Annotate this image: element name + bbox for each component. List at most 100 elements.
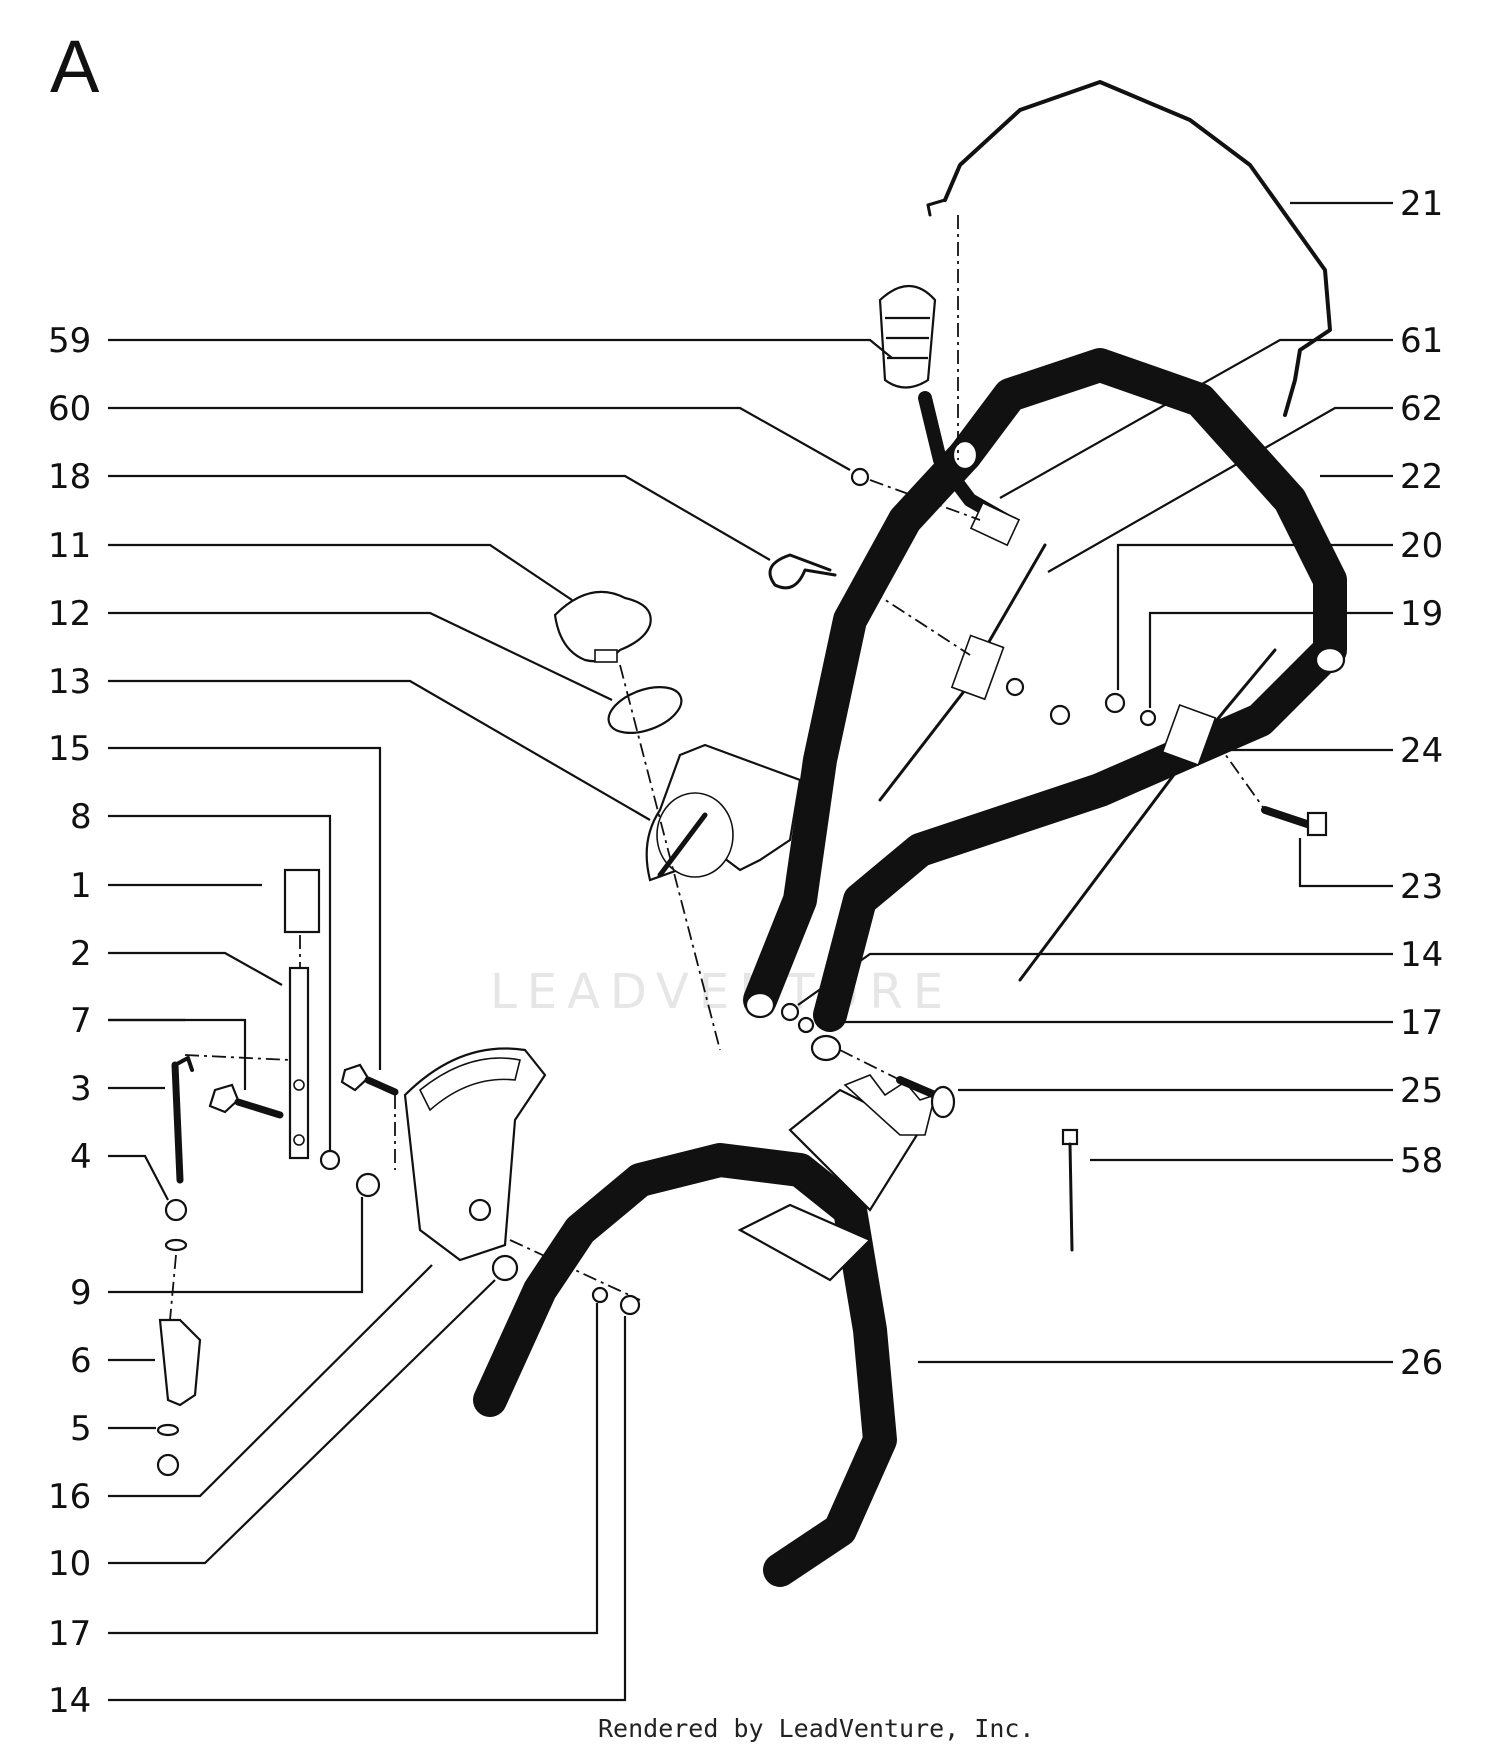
callout-18: 18 [48,457,91,497]
leader-9 [108,1197,364,1294]
part-11-knob-stem [594,649,618,663]
callout-7: 7 [70,1001,92,1041]
callout-9: 9 [70,1273,92,1313]
clamp-nut [1049,704,1071,726]
callout-14: 14 [1400,935,1443,975]
clamp-washer [1005,677,1025,697]
part-20-nut [1104,692,1126,714]
part-15-bolt-shank [364,1076,399,1096]
part-21-bail-hook [926,198,947,217]
callout-13: 13 [48,662,91,702]
leader-16 [108,1264,433,1498]
callout-1: 1 [70,866,92,906]
axis-knob [619,664,721,1051]
callout-8: 8 [70,797,92,837]
axis-gear [509,1239,641,1301]
part-22-grip-right [1314,646,1346,674]
part-22-right-end [810,1034,842,1062]
callout-5: 5 [70,1409,92,1449]
part-13-shaft [657,812,708,878]
leader-14b [108,1316,627,1702]
part-18-hairpin [768,553,837,590]
part-6-bracket [158,1318,202,1407]
part-23-bolt-head [1306,811,1328,837]
part-24-clamp [1161,703,1217,767]
part-21-control-bail [943,80,1332,417]
part-23-bolt-shank [1261,806,1314,829]
callout-12: 12 [48,594,91,634]
part-26-lower-handle-inner [476,1146,894,1584]
callout-61: 61 [1400,321,1443,361]
callout-11: 11 [48,526,91,566]
callout-3: 3 [70,1069,92,1109]
part-3-rod-hook [173,1056,194,1072]
part-58-tie-head [1061,1128,1079,1146]
leader-14 [797,952,1393,1006]
part-22-upper-handle-inner [816,351,1344,1029]
part-7-bolt-shank [234,1098,284,1119]
callout-58: 58 [1400,1141,1443,1181]
part-5-nut [156,1453,180,1477]
part-26-notched-plate [843,1074,937,1136]
leader-59 [108,338,893,359]
callout-24: 24 [1400,731,1443,771]
callout-22: 22 [1400,457,1443,497]
part-5-washer [156,1423,180,1437]
part-7-bolt-head [208,1083,240,1114]
part-61-lever-block [969,501,1021,547]
leader-23 [1298,838,1393,888]
leader-10 [108,1279,496,1565]
part-10-nut [491,1254,519,1282]
part-1-handle-cap [283,868,321,934]
callout-25: 25 [1400,1071,1443,1111]
callout-59: 59 [48,321,91,361]
leader-4 [108,1154,169,1201]
leader-61 [999,338,1393,499]
section-letter: A [50,25,100,108]
leader-20 [1116,543,1393,690]
part-12-washer [607,686,683,734]
part-59-shift-grip [878,285,937,389]
leader-60 [108,406,851,471]
part-8-washer [319,1149,341,1171]
part-19-washer [1139,709,1157,727]
part-4-washer [164,1238,188,1252]
gear-pivot [468,1198,492,1222]
axis-rod-7 [184,1054,291,1061]
axis-bolt-25 [839,1049,901,1081]
part-11-knob [553,590,652,663]
watermark: LEADVENTURE [490,964,953,1020]
callout-2: 2 [70,934,92,974]
part-60-nut [850,467,870,487]
axis-nut-60 [869,479,981,521]
axis-rod-3 [169,1254,177,1321]
part-14-nut-lower [619,1294,641,1316]
callout-19: 19 [1400,594,1443,634]
part-15-bolt-head [340,1063,370,1092]
leader-2 [108,951,283,986]
part-3-linkage-rod [171,1061,184,1184]
leader-62 [1047,406,1393,573]
part-9-nut [355,1172,381,1198]
callout-14-lower: 14 [48,1681,91,1721]
credit-line: Rendered by LeadVenture, Inc. [598,1714,1035,1743]
part-22-grip-end [951,439,979,471]
gear-teeth [418,1057,521,1112]
shift-rod-hole-1 [293,1079,305,1091]
part-58-tie-strap [1068,1142,1074,1252]
callout-15: 15 [48,729,91,769]
leader-18 [108,474,771,561]
callout-16: 16 [48,1477,91,1517]
callout-62: 62 [1400,389,1443,429]
part-14-nut-upper [780,1002,800,1022]
callout-60: 60 [48,389,91,429]
callout-21: 21 [1400,184,1443,224]
part-25-bolt-shank [896,1076,939,1099]
callout-17-lower: 17 [48,1614,91,1654]
part-17-washer-upper [797,1016,815,1034]
leader-11 [108,543,573,601]
callout-20: 20 [1400,526,1443,566]
part-25-bolt-head [930,1085,956,1119]
callout-23: 23 [1400,867,1443,907]
